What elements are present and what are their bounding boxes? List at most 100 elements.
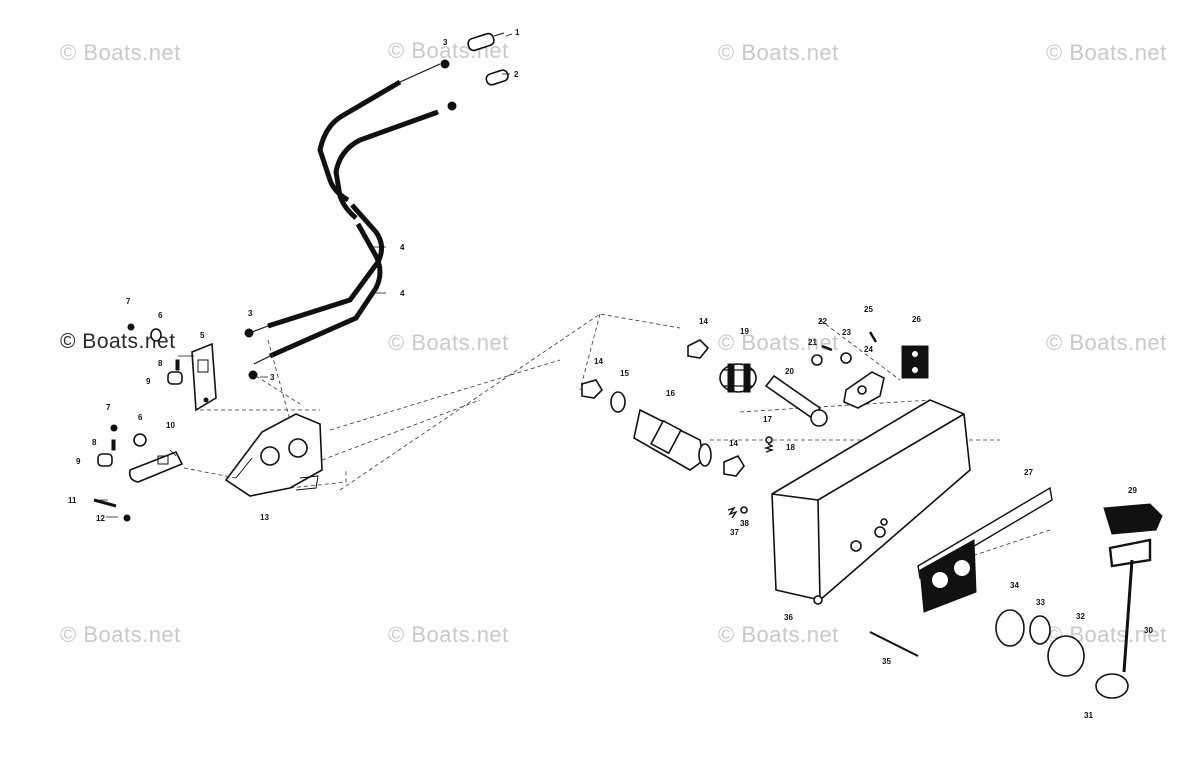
hub bbox=[1047, 635, 1085, 677]
callout-3: 3 bbox=[270, 373, 275, 382]
callout-29: 29 bbox=[1128, 486, 1137, 495]
retaining-clip bbox=[687, 339, 710, 359]
throttle-cable bbox=[251, 63, 441, 333]
screw bbox=[868, 331, 878, 343]
watermark: © Boats.net bbox=[60, 330, 176, 353]
callout-38: 38 bbox=[740, 519, 749, 528]
handle-grip bbox=[1103, 503, 1163, 535]
callout-22: 22 bbox=[818, 317, 827, 326]
callout-18: 18 bbox=[786, 443, 795, 452]
retaining-clip bbox=[581, 379, 604, 399]
bolt bbox=[93, 498, 117, 508]
callout-24: 24 bbox=[864, 345, 873, 354]
spring bbox=[727, 506, 738, 519]
callout-36: 36 bbox=[784, 613, 793, 622]
callout-26: 26 bbox=[912, 315, 921, 324]
callout-33: 33 bbox=[1036, 598, 1045, 607]
callout-37: 37 bbox=[730, 528, 739, 537]
collar bbox=[1029, 615, 1051, 645]
watermark: © Boats.net bbox=[1046, 330, 1167, 355]
cotter-pin bbox=[869, 631, 919, 657]
callout-8: 8 bbox=[92, 438, 97, 447]
callout-7: 7 bbox=[126, 297, 131, 306]
watermark: © Boats.net bbox=[1046, 40, 1167, 65]
control-lever bbox=[1095, 538, 1152, 699]
callout-31: 31 bbox=[1084, 711, 1093, 720]
callout-20: 20 bbox=[785, 367, 794, 376]
hex-nut bbox=[447, 101, 457, 111]
screw bbox=[127, 323, 135, 331]
screw bbox=[110, 424, 118, 432]
callout-6: 6 bbox=[158, 311, 163, 320]
plunger bbox=[764, 374, 828, 427]
shift-cable bbox=[253, 109, 439, 365]
callout-7: 7 bbox=[106, 403, 111, 412]
pin bbox=[821, 344, 833, 352]
callout-34: 34 bbox=[1010, 581, 1019, 590]
callout-11: 11 bbox=[68, 496, 77, 505]
callout-1: 1 bbox=[515, 28, 520, 37]
watermark: © Boats.net bbox=[60, 40, 181, 65]
callout-14: 14 bbox=[699, 317, 708, 326]
ball bbox=[740, 506, 748, 514]
callout-25: 25 bbox=[864, 305, 873, 314]
cable-end-fitting bbox=[467, 32, 505, 52]
callout-15: 15 bbox=[620, 369, 629, 378]
nut bbox=[123, 514, 131, 522]
callout-5: 5 bbox=[200, 331, 205, 340]
callout-9: 9 bbox=[146, 377, 151, 386]
control-housing bbox=[771, 399, 971, 605]
callout-19: 19 bbox=[740, 327, 749, 336]
callout-16: 16 bbox=[666, 389, 675, 398]
callout-14: 14 bbox=[594, 357, 603, 366]
washer bbox=[150, 328, 162, 342]
watermark: © Boats.net bbox=[60, 622, 181, 647]
shaft bbox=[633, 408, 712, 471]
ball bbox=[765, 436, 773, 444]
callout-30: 30 bbox=[1144, 626, 1153, 635]
callout-2: 2 bbox=[514, 70, 519, 79]
watermark: © Boats.net bbox=[388, 330, 509, 355]
spring bbox=[763, 443, 775, 453]
callout-9: 9 bbox=[76, 457, 81, 466]
callout-4: 4 bbox=[400, 243, 405, 252]
callout-32: 32 bbox=[1076, 612, 1085, 621]
callout-17: 17 bbox=[763, 415, 772, 424]
washer bbox=[811, 354, 823, 366]
callout-14: 14 bbox=[729, 439, 738, 448]
hex-nut bbox=[248, 370, 258, 380]
callout-13: 13 bbox=[260, 513, 269, 522]
callout-6: 6 bbox=[138, 413, 143, 422]
watermark: © Boats.net bbox=[388, 622, 509, 647]
callout-10: 10 bbox=[166, 421, 175, 430]
callout-8: 8 bbox=[158, 359, 163, 368]
callout-23: 23 bbox=[842, 328, 851, 337]
cover-plate bbox=[917, 486, 1053, 613]
watermark: © Boats.net bbox=[718, 622, 839, 647]
plate bbox=[901, 345, 929, 379]
washer bbox=[133, 433, 147, 447]
callout-3: 3 bbox=[443, 38, 448, 47]
cable-end-fitting bbox=[485, 69, 509, 86]
callout-27: 27 bbox=[1024, 468, 1033, 477]
watermark: © Boats.net bbox=[718, 40, 839, 65]
pin bbox=[175, 359, 180, 371]
callout-labels: 1 2 3 3 3 4 4 5 6 6 7 7 8 8 9 9 10 11 12… bbox=[68, 28, 1153, 720]
callout-12: 12 bbox=[96, 514, 105, 523]
callout-21: 21 bbox=[808, 338, 817, 347]
spring-clip bbox=[840, 352, 852, 364]
callout-35: 35 bbox=[882, 657, 891, 666]
hex-nut bbox=[244, 328, 254, 338]
bushing bbox=[167, 371, 183, 385]
bushing bbox=[97, 453, 113, 467]
pin bbox=[111, 439, 116, 451]
bushing bbox=[995, 609, 1025, 647]
detent-drum bbox=[719, 363, 757, 393]
callout-4: 4 bbox=[400, 289, 405, 298]
hex-nut bbox=[440, 59, 450, 69]
retaining-clip bbox=[723, 454, 745, 477]
watermark: © Boats.net bbox=[718, 330, 839, 355]
o-ring bbox=[610, 391, 626, 413]
